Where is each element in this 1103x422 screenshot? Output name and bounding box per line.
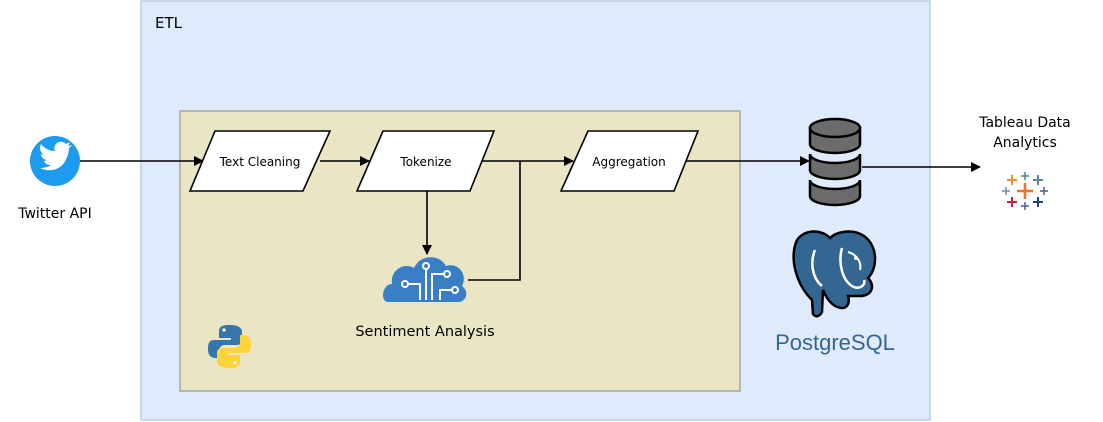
tableau-target: Tableau Data Analytics bbox=[978, 115, 1071, 210]
twitter-bird-icon bbox=[30, 136, 80, 186]
twitter-source: Twitter API bbox=[17, 136, 92, 222]
sentiment-analysis: Sentiment Analysis bbox=[355, 257, 495, 340]
tableau-label-line1: Tableau Data bbox=[978, 115, 1071, 131]
step-text-cleaning: Text Cleaning bbox=[188, 130, 332, 192]
step-text-cleaning-label: Text Cleaning bbox=[219, 155, 301, 169]
step-aggregation: Aggregation bbox=[559, 130, 700, 192]
twitter-api-label: Twitter API bbox=[17, 206, 92, 222]
postgres-elephant-icon bbox=[792, 230, 877, 318]
python-logo-icon bbox=[208, 325, 251, 368]
etl-title: ETL bbox=[155, 14, 183, 32]
connectors bbox=[80, 156, 981, 281]
arrow-sentiment-to-aggregation bbox=[468, 161, 521, 281]
step-tokenize-label: Tokenize bbox=[399, 155, 451, 169]
tableau-logo-icon bbox=[1002, 172, 1048, 210]
sentiment-analysis-label: Sentiment Analysis bbox=[355, 324, 494, 340]
step-tokenize: Tokenize bbox=[355, 130, 496, 192]
step-aggregation-label: Aggregation bbox=[592, 155, 665, 169]
postgresql-logo-text: PostgreSQL bbox=[775, 330, 895, 355]
database-cylinder-icon bbox=[808, 117, 862, 207]
postgresql-logo: PostgreSQL bbox=[775, 230, 895, 355]
tableau-label-line2: Analytics bbox=[993, 135, 1057, 151]
brain-circuit-cloud-icon bbox=[383, 257, 467, 302]
